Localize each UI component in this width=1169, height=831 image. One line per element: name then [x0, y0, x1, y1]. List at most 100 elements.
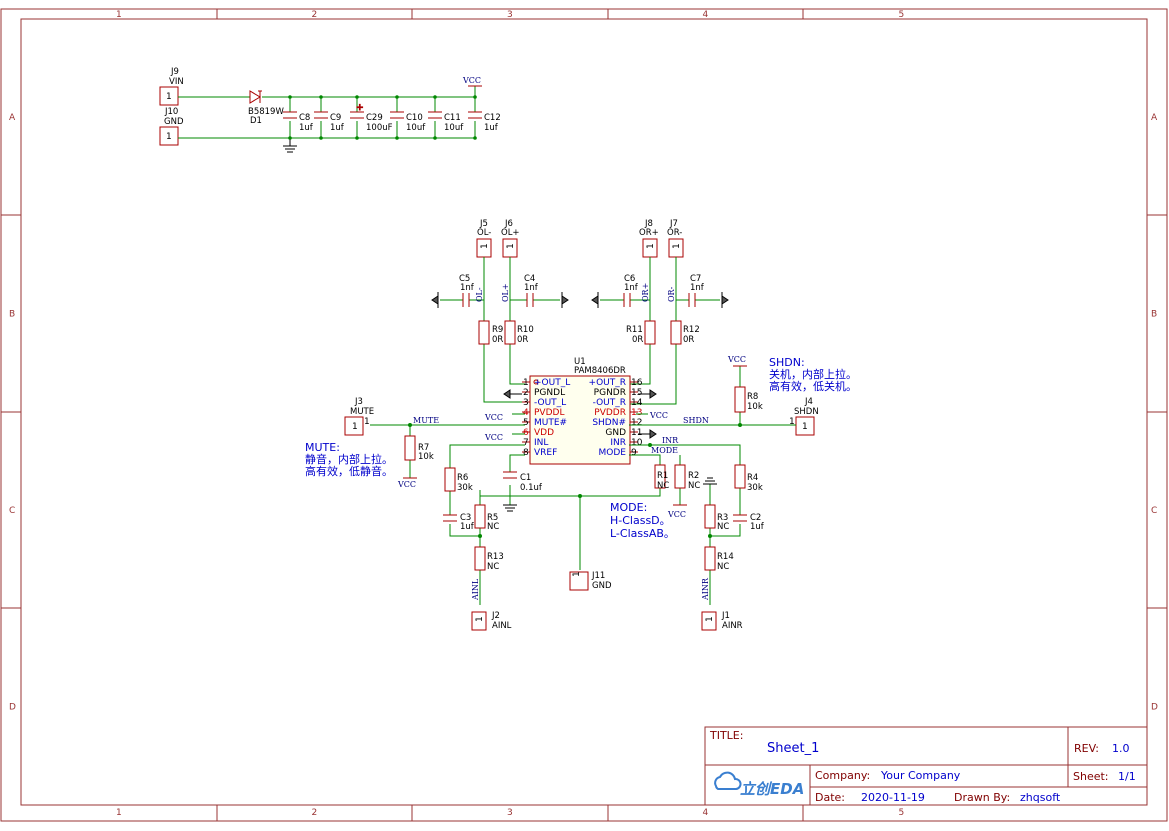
r5-ref: R5	[487, 513, 498, 523]
power-cap-ref-3: C10	[406, 113, 423, 123]
ic-right-pin-name-14: -OUT_R	[593, 398, 626, 408]
c7-value: 1nf	[690, 283, 705, 293]
date-value: 2020-11-19	[861, 791, 925, 804]
j4-connector[interactable]	[795, 416, 815, 436]
frame-row-left-B: B	[9, 310, 15, 320]
mute-note-title: MUTE:	[305, 441, 340, 454]
mode-vcc: VCC	[667, 510, 686, 519]
power-cap-ref-2: C29	[366, 113, 383, 123]
r6-ref: R6	[457, 473, 468, 483]
j3-pin-num: 1	[364, 417, 370, 427]
net-ol-plus: OL+	[501, 283, 510, 302]
j11-ref: J11	[591, 571, 605, 581]
company-label: Company:	[815, 769, 870, 782]
j5-value: OL-	[477, 228, 491, 238]
j4-ref: J4	[804, 397, 813, 407]
r3-value: NC	[717, 522, 729, 532]
ic-right-pin-num-11: 11	[631, 428, 642, 438]
c3-ref: C3	[460, 513, 471, 523]
ic-right-pin-num-12: 12	[631, 418, 642, 428]
j11-connector[interactable]	[569, 571, 589, 591]
c1-ref: C1	[520, 473, 531, 483]
net-shdn: SHDN	[683, 416, 709, 425]
ic-right-pin-name-16: +OUT_R	[589, 378, 626, 388]
r7-ref: R7	[418, 443, 429, 453]
j4-value: SHDN	[794, 407, 819, 417]
c1-value: 0.1uf	[520, 483, 543, 493]
power-input-section: 1 J9 VIN 1 J10 GND B5819W D1 VCC C81ufC9…	[159, 67, 501, 153]
power-cap-value-5: 1uf	[484, 123, 499, 133]
j6-pin: 1	[506, 243, 516, 249]
ic-left-pin-num-3: 3	[523, 398, 529, 408]
title-block: TITLE: Sheet_1 REV: 1.0 Company: Your Co…	[704, 726, 1148, 806]
ic-left-pin-name-1: +OUT_L	[534, 378, 570, 388]
c2-value: 1uf	[750, 522, 765, 532]
net-inr: INR	[662, 436, 679, 445]
j7-pin: 1	[672, 243, 682, 249]
net-or-minus: OR-	[667, 286, 676, 302]
r10-value: 0R	[517, 335, 528, 345]
frame-col-top-3: 3	[507, 10, 513, 20]
r2-ref: R2	[688, 471, 699, 481]
j1-value: AINR	[722, 621, 743, 631]
j4-pin-num: 1	[789, 417, 795, 427]
ic-left-pin-name-3: -OUT_L	[534, 398, 566, 408]
r2-value: NC	[688, 481, 700, 491]
shdn-vcc: VCC	[727, 355, 746, 364]
frame-col-top-4: 4	[703, 10, 709, 20]
j7-value: OR-	[667, 228, 682, 238]
power-cap-value-2: 100uF	[366, 123, 393, 133]
frame-col-top-1: 1	[116, 10, 122, 20]
frame-row-right-C: C	[1151, 506, 1157, 516]
r12-value: 0R	[683, 335, 694, 345]
j3-connector[interactable]	[344, 416, 364, 436]
j5-pin: 1	[480, 243, 490, 249]
frame-row-right-B: B	[1151, 310, 1157, 320]
r8-ref: R8	[747, 392, 758, 402]
power-vcc-label: VCC	[462, 76, 481, 85]
frame-row-left-C: C	[9, 506, 15, 516]
vcc-vdd: VCC	[484, 433, 503, 442]
power-cap-value-0: 1uf	[299, 123, 314, 133]
j7-ref: J7	[669, 219, 678, 229]
r10-ref: R10	[517, 325, 534, 335]
mode-note-title: MODE:	[610, 501, 647, 514]
frame-col-bottom-3: 3	[507, 808, 513, 818]
r3-ref: R3	[717, 513, 728, 523]
j3-value: MUTE	[350, 407, 374, 417]
c3-value: 1uf	[460, 522, 475, 532]
left-input-section: R6 30k C3 1uf R5 NC C1 0.1uf R13 NC AINL…	[443, 444, 612, 631]
vcc-pvddr: VCC	[649, 411, 668, 420]
mute-note-line1: 静音，内部上拉。	[305, 452, 393, 466]
net-ainl: AINL	[471, 578, 480, 601]
ic-right-pin-num-10: 10	[631, 438, 643, 448]
j1-connector[interactable]	[701, 611, 717, 631]
r1-value: NC	[657, 481, 669, 491]
c6-ref: C6	[624, 274, 635, 284]
j2-ref: J2	[491, 611, 500, 621]
lceda-logo: 立创EDA	[714, 771, 804, 798]
frame-row-left-A: A	[9, 113, 16, 123]
ic-left-pin-num-5: 5	[523, 418, 529, 428]
j2-connector[interactable]	[471, 611, 487, 631]
j3-ref: J3	[354, 397, 363, 407]
frame-col-top-5: 5	[899, 10, 905, 20]
d1-value: B5819W	[248, 107, 284, 117]
net-mute: MUTE	[413, 416, 439, 425]
j10-ref: J10	[164, 107, 178, 117]
j10-connector[interactable]	[159, 126, 179, 146]
c6-value: 1nf	[624, 283, 639, 293]
r12-ref: R12	[683, 325, 700, 335]
power-cap-ref-4: C11	[444, 113, 461, 123]
ic-left-pin-num-1: 1	[523, 378, 529, 388]
j2-pin: 1	[475, 616, 485, 622]
c5-ref: C5	[459, 274, 470, 284]
r7-value: 10k	[418, 452, 434, 462]
j10-pin: 1	[166, 132, 172, 142]
drawn-label: Drawn By:	[954, 791, 1010, 804]
j9-connector[interactable]	[159, 86, 179, 106]
net-mode: MODE	[651, 446, 678, 455]
